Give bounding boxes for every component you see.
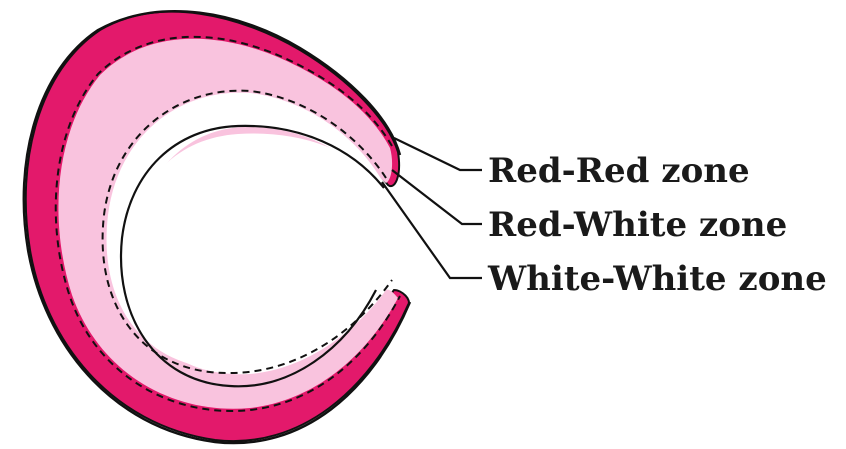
- label-red-red-zone: Red-Red zone: [488, 151, 750, 191]
- leader-line-white-white: [382, 182, 482, 278]
- leader-line-red-red: [394, 138, 482, 170]
- label-red-white-zone: Red-White zone: [488, 205, 787, 245]
- label-white-white-zone: White-White zone: [487, 259, 827, 299]
